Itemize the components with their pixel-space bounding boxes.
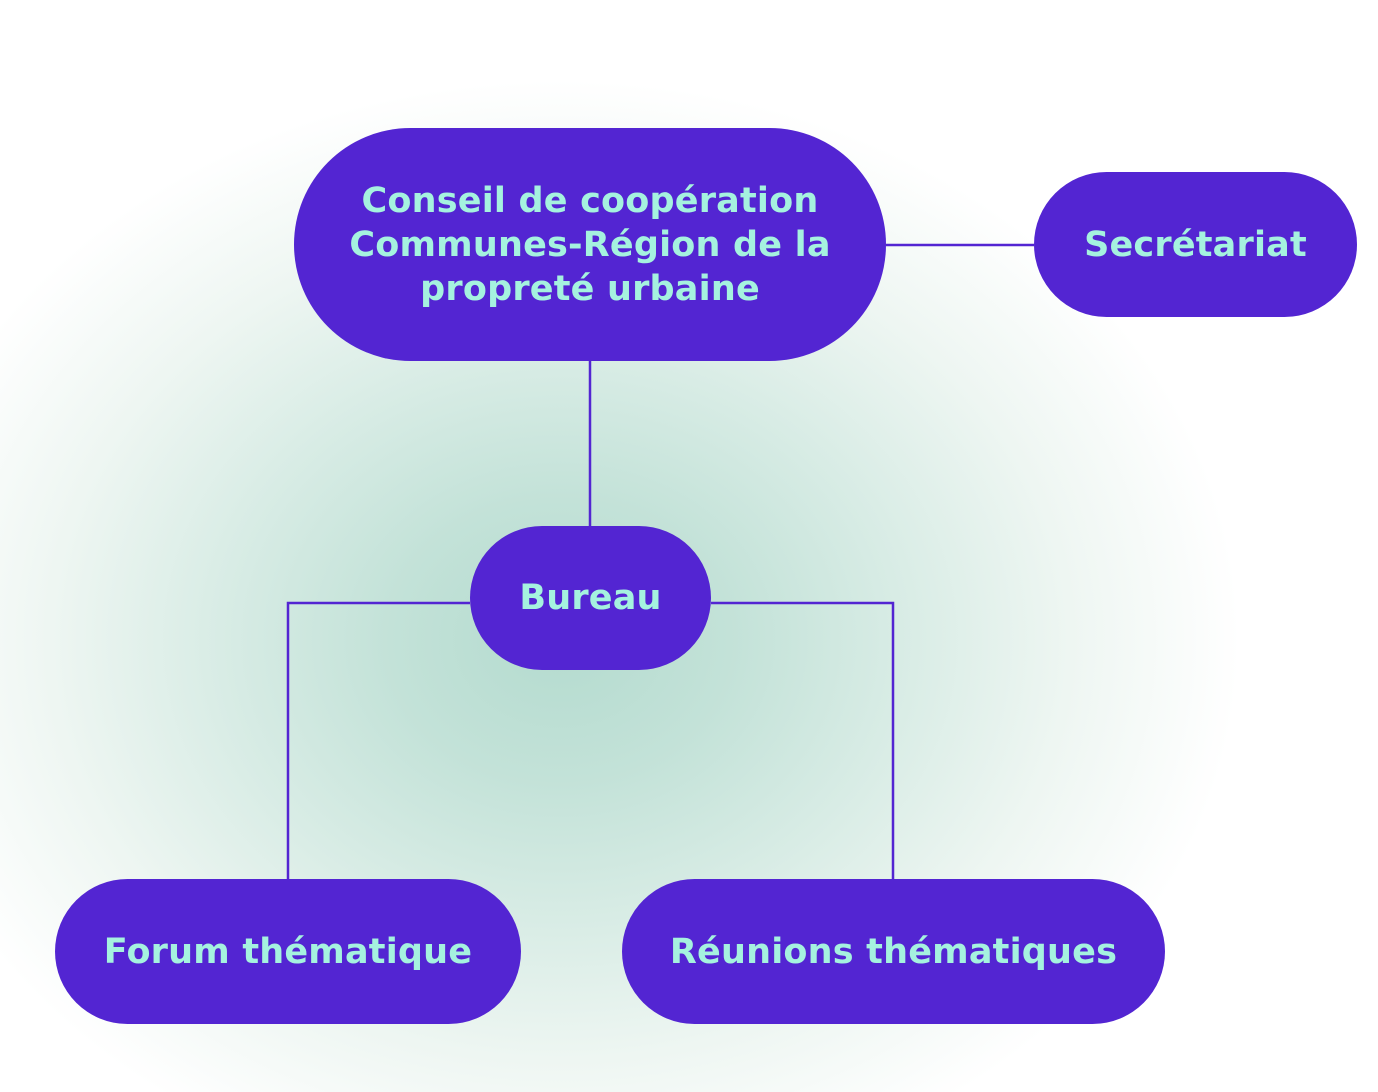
node-reunions-thematiques: Réunions thématiques xyxy=(622,879,1165,1024)
node-reunions-label: Réunions thématiques xyxy=(669,931,1118,972)
node-bureau-label: Bureau xyxy=(519,578,662,618)
node-secretariat: Secrétariat xyxy=(1034,172,1357,317)
node-forum-label: Forum thématique xyxy=(103,931,473,972)
node-secretariat-label: Secrétariat xyxy=(1084,224,1307,265)
node-conseil-cooperation: Conseil de coopération Communes-Région d… xyxy=(294,128,886,361)
node-bureau: Bureau xyxy=(470,526,711,670)
node-conseil-label: Conseil de coopération Communes-Région d… xyxy=(349,180,831,309)
node-forum-thematique: Forum thématique xyxy=(55,879,521,1024)
